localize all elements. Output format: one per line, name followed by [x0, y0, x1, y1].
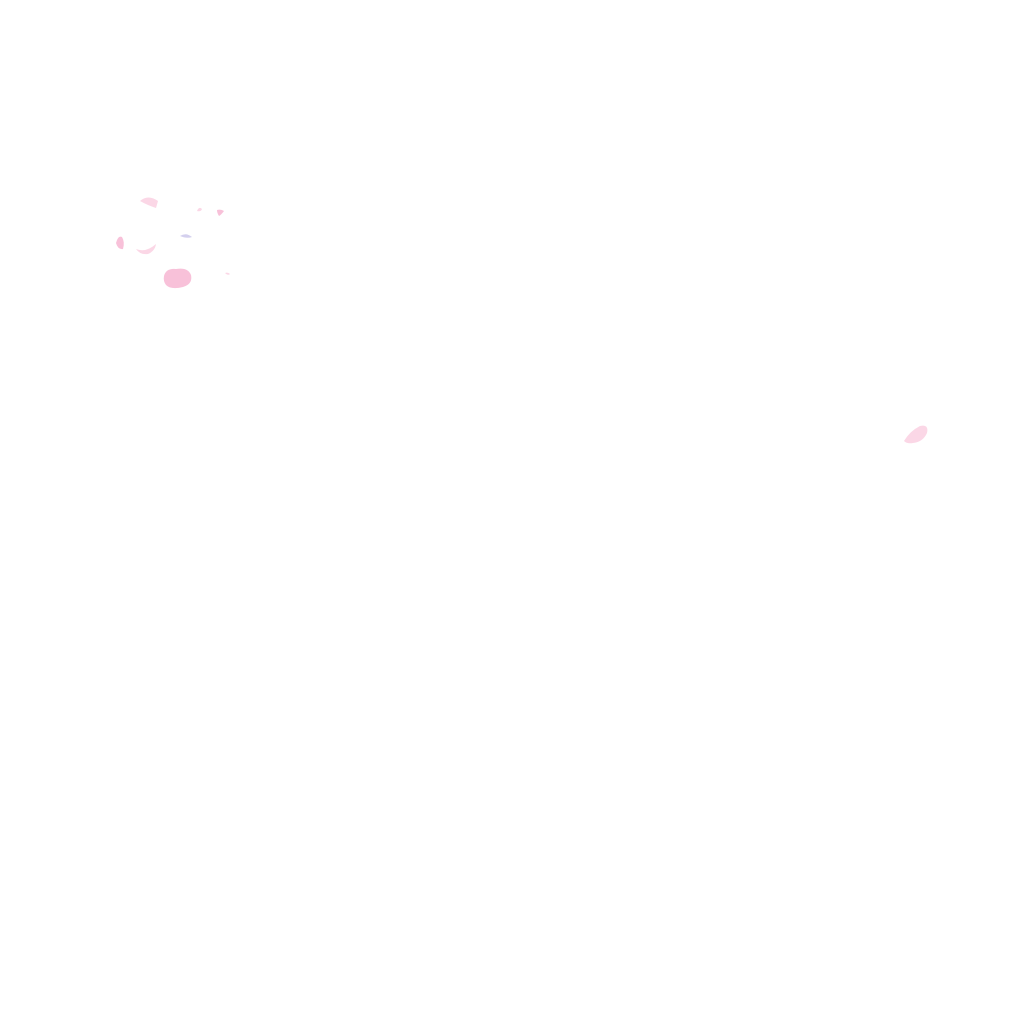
petal-fragment [217, 209, 224, 216]
petal-fragment [197, 207, 202, 212]
petal-fragment [116, 236, 124, 250]
petal-fragment [180, 234, 192, 238]
petal-fragment [904, 425, 928, 444]
petal-fragment [225, 272, 230, 275]
petal-fragment [140, 197, 158, 208]
petal-fragment [136, 244, 156, 255]
petal-fragment [163, 268, 192, 289]
